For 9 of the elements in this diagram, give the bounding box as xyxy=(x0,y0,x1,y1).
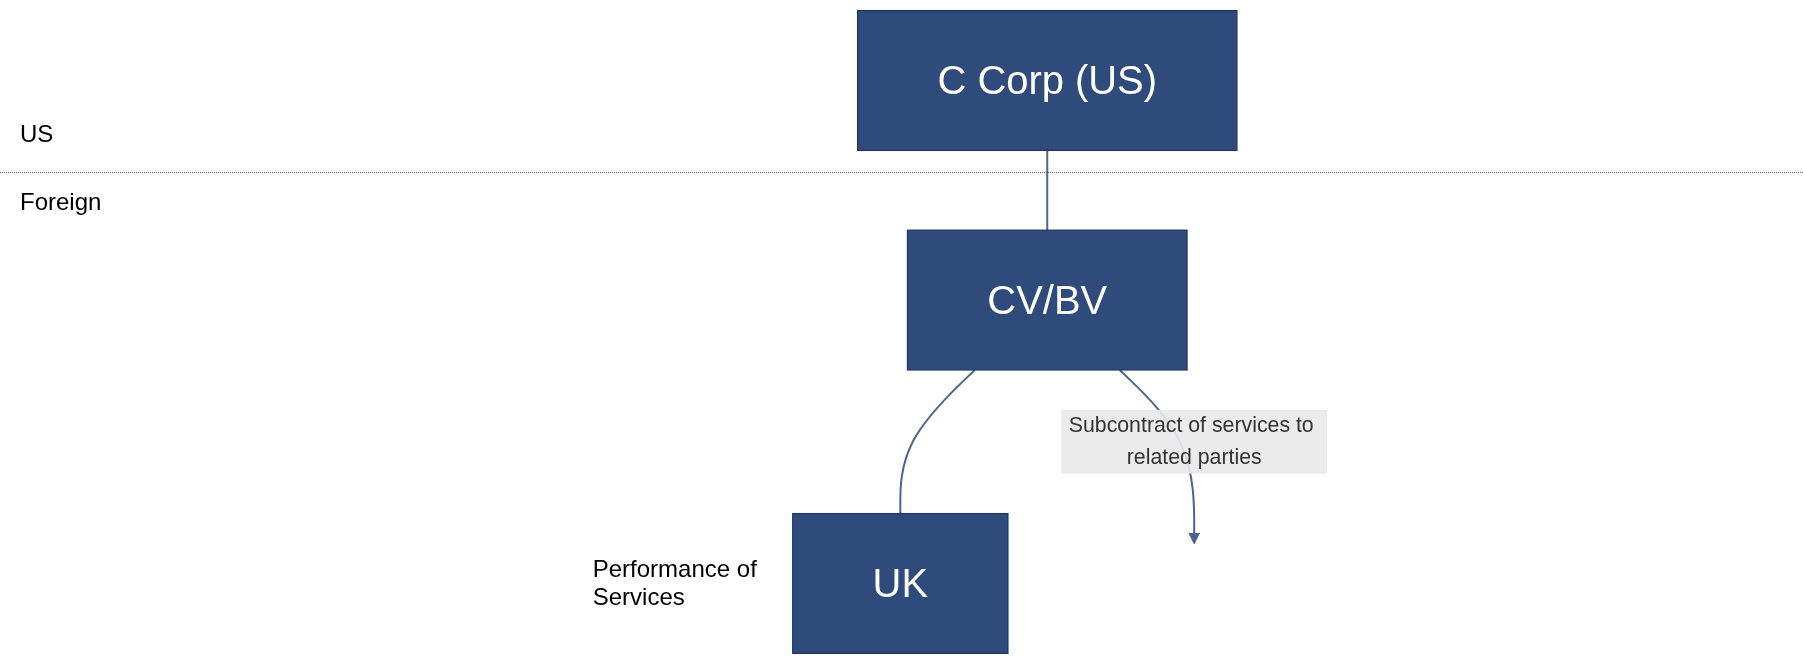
connector xyxy=(1046,149,1049,232)
node-box: CV/BV xyxy=(906,229,1188,371)
region-label: US xyxy=(20,120,55,148)
region-label: Foreign xyxy=(20,188,103,216)
node-box: UK xyxy=(792,512,1009,654)
connector xyxy=(899,368,976,515)
node-caption: Performance of Services xyxy=(592,555,758,612)
edge-label: Subcontract of services to related parties xyxy=(1068,413,1314,469)
node-box: C Corp (US) xyxy=(856,10,1238,152)
